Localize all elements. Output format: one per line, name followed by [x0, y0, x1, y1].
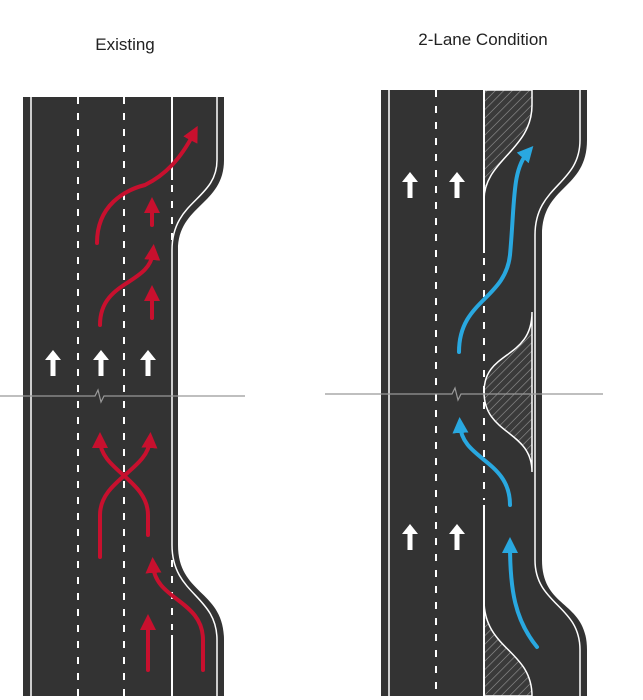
weave-path-red [95, 125, 198, 245]
lane-change-path-blue [457, 146, 534, 354]
merge-path-red [145, 557, 205, 672]
weave-path-red [92, 432, 150, 537]
merge-path-blue [502, 537, 539, 649]
right-edge-line [534, 90, 581, 696]
weave-path-red [98, 432, 158, 559]
two-lane-road [381, 89, 587, 697]
existing-title: Existing [95, 35, 155, 54]
section-break-line [0, 386, 603, 404]
weave-path-red [98, 244, 161, 327]
right-edge-line [171, 97, 218, 696]
hatched-area-bottom [483, 599, 533, 697]
lane-change-path-blue [452, 417, 512, 507]
two-lane-condition-title: 2-Lane Condition [418, 30, 548, 49]
